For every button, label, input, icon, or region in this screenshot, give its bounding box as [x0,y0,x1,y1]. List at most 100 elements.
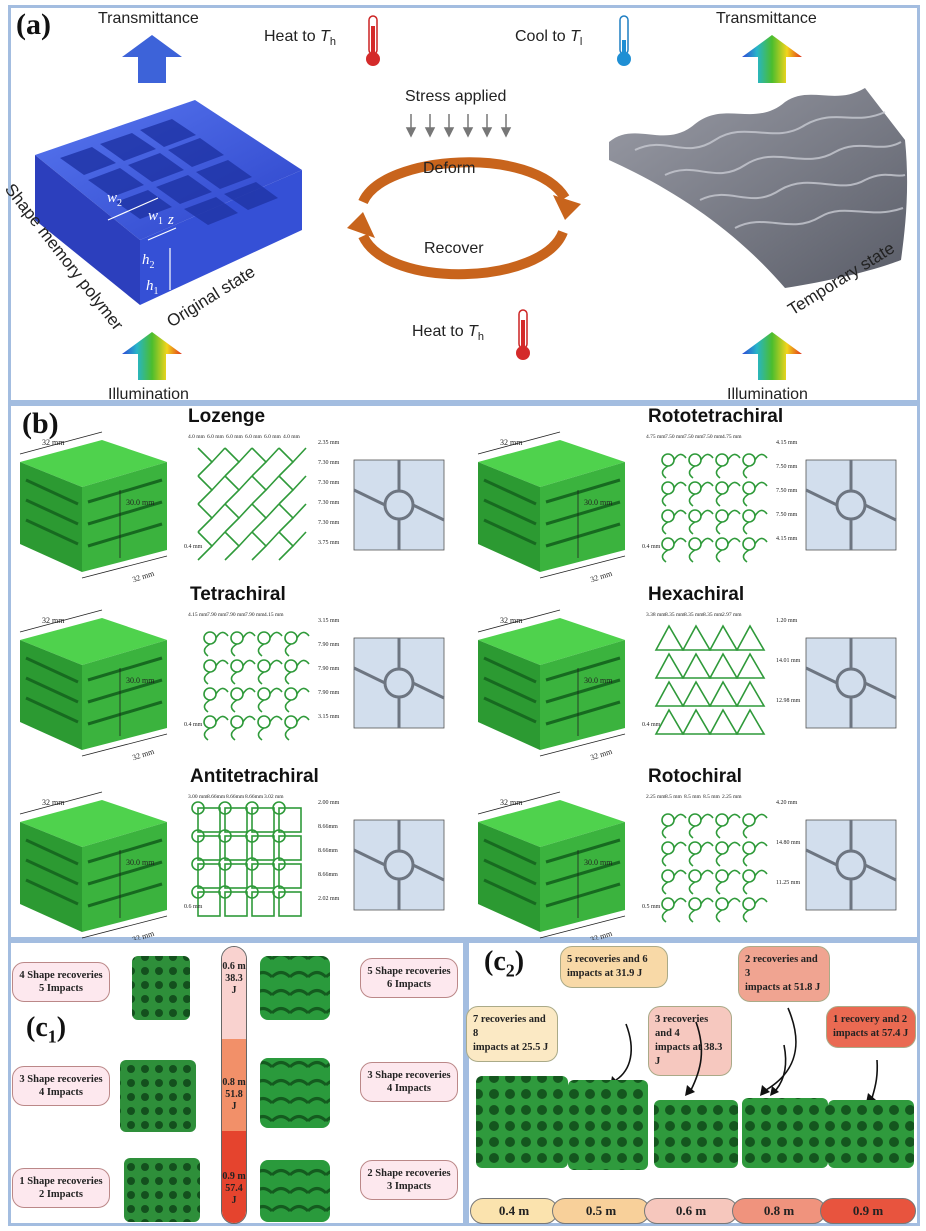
c1-sample-images [120,956,330,1222]
thickness-label: 0.4 mm [184,544,203,550]
thickness-label: 0.4 mm [642,722,661,728]
side-dimension-label: 4.15 mm [776,440,798,446]
panel-c2-label: (c2) [484,946,525,981]
block-width-label: 32 mm [500,438,523,447]
box-line-1: 5 Shape recoveries [367,966,451,977]
structure-title: Hexachiral [648,584,745,605]
structure-title: Tetrachiral [190,584,286,605]
structure-3d-block [477,791,626,939]
top-dimension-label: 4.75 mm [722,434,742,440]
callout-line-2: impacts at 31.9 J [567,968,643,979]
side-dimension-label: 2.00 mm [318,800,340,806]
top-dimension-label: 7.50 mm [703,434,723,440]
side-dimension-label: 3.15 mm [318,714,340,720]
structure-3d-block [477,431,626,579]
block-width-label: 32 mm [42,798,65,807]
top-dimension-label: 4.75 mm [646,434,666,440]
callout-line-1: 3 recoveries and 4 [655,1014,709,1039]
thickness-label: 0.6 mm [184,904,203,910]
side-dimension-label: 12.98 mm [776,698,801,704]
top-dimension-label: 8.66mm [245,794,264,800]
top-dimension-label: 8.66mm [207,794,226,800]
z-dimension-label: z [168,212,174,228]
structure-detail-zoom [805,637,897,729]
illumination-left-label: Illumination [108,386,189,403]
top-dimension-label: 7.90 mm [207,612,227,618]
box-line-1: 3 Shape recoveries [367,1070,451,1081]
illumination-right-label: Illumination [727,386,808,403]
side-dimension-label: 7.30 mm [318,480,340,486]
box-line-1: 3 Shape recoveries [19,1074,103,1085]
structure-cross-section [661,453,768,563]
blue-up-arrow-icon [122,35,182,83]
structure-3d-block [19,609,168,757]
stress-applied-label: Stress applied [405,88,507,105]
structure-3d-block [19,791,168,939]
side-dimension-label: 7.30 mm [318,500,340,506]
temporary-state-deformed-sheet [609,88,908,288]
heat-to-th-top-label: Heat to Th [264,28,336,49]
side-dimension-label: 2.02 mm [318,896,340,902]
block-height-label: 30.0 mm [126,858,155,867]
side-dimension-label: 7.30 mm [318,460,340,466]
structure-title: Rotochiral [648,766,742,787]
segment-energy: 51.8 J [225,1089,243,1112]
side-dimension-label: 7.90 mm [318,666,340,672]
rainbow-up-arrow-icon [122,332,182,380]
structure-cross-section [191,801,302,917]
cool-to-tl-label: Cool to Tl [515,28,583,49]
callout-line-2: impacts at 57.4 J [833,1028,909,1039]
top-dimension-label: 4.15 mm [188,612,208,618]
top-dimension-label: 3.00 mm [188,794,208,800]
side-dimension-label: 7.50 mm [776,464,798,470]
box-line-2: 3 Impacts [386,1181,432,1192]
thermometer-hot-icon [516,309,530,360]
transmittance-right-label: Transmittance [716,10,817,27]
top-dimension-label: 7.90 mm [226,612,246,618]
structure-detail-zoom [353,637,445,729]
drop-height-segment: 0.8 m [732,1198,826,1224]
structure-3d-block [477,609,626,757]
side-dimension-label: 8.66mm [318,824,338,830]
transmittance-left-label: Transmittance [98,10,199,27]
segment-height: 0.8 m [222,1077,246,1088]
side-dimension-label: 14.01 mm [776,658,801,664]
side-dimension-label: 3.15 mm [318,618,340,624]
drop-height-segment: 0.9 m [820,1198,916,1224]
callout-line-1: 2 recoveries and 3 [745,954,818,979]
structure-cross-section [197,447,307,561]
box-line-2: 5 Impacts [38,983,84,994]
side-dimension-label: 11.25 mm [776,880,801,886]
side-dimension-label: 1.20 mm [776,618,798,624]
structure-title: Lozenge [188,406,266,427]
structure-cross-section [203,631,310,741]
block-height-label: 30.0 mm [126,676,155,685]
w2-dimension-label: w2 [107,190,123,209]
thickness-label: 0.4 mm [642,544,661,550]
box-line-1: 4 Shape recoveries [19,970,103,981]
callout-line-1: 5 recoveries and 6 [567,954,648,965]
recover-label: Recover [424,240,484,257]
w1-dimension-label: w1 [148,208,164,227]
drop-height-segment: 0.5 m [552,1198,650,1224]
top-dimension-label: 4.0 mm [188,434,205,440]
rainbow-up-arrow-icon [742,35,802,83]
box-line-1: 2 Shape recoveries [367,1168,451,1179]
structure-detail-zoom [353,459,445,551]
structure-3d-block [19,431,168,579]
box-line-1: 1 Shape recoveries [19,1176,103,1187]
block-width-label: 32 mm [500,616,523,625]
c2-sample-images [476,1076,914,1170]
